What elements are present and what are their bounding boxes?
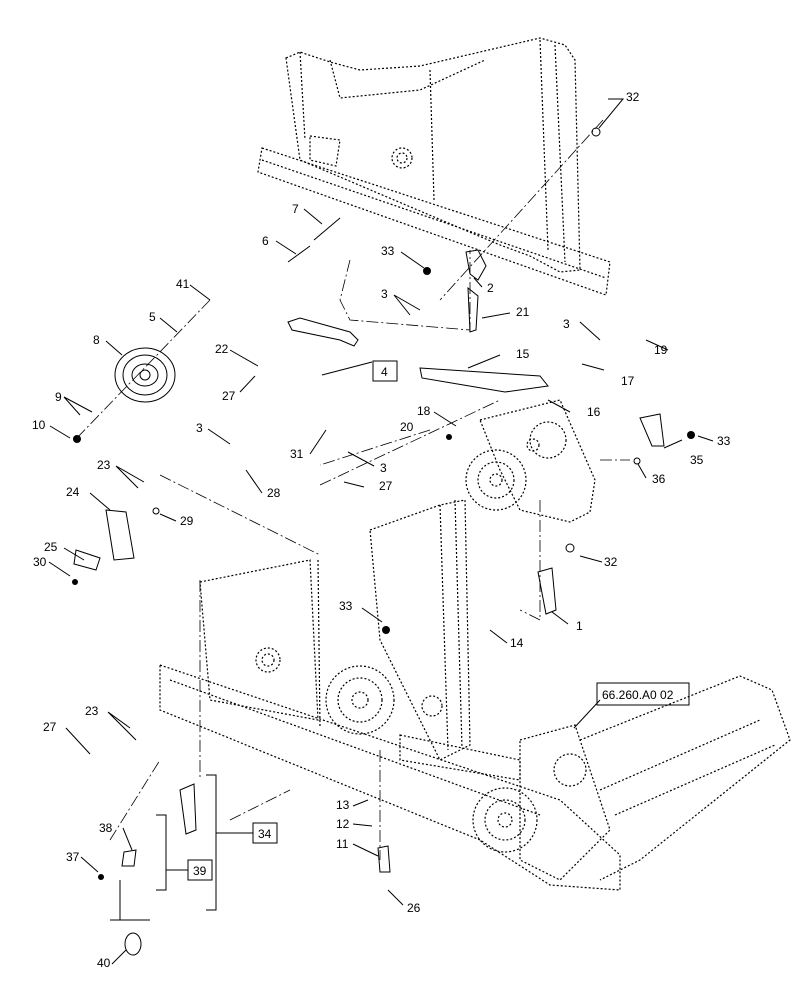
callout-38: 38 bbox=[99, 821, 113, 835]
nut-30 bbox=[72, 579, 78, 585]
callout-33-b: 33 bbox=[717, 434, 731, 448]
box-4 bbox=[372, 360, 398, 382]
spring-pin-6 bbox=[287, 245, 311, 263]
bracket-35 bbox=[639, 413, 665, 447]
callout-32-a: 32 bbox=[626, 90, 640, 104]
clip-25 bbox=[73, 549, 101, 571]
upper-side-panel bbox=[257, 37, 611, 296]
callout-36: 36 bbox=[652, 472, 666, 486]
nut-33-right bbox=[687, 431, 695, 439]
boxed-callout-34: 34 bbox=[258, 827, 272, 841]
spring-rod bbox=[467, 286, 479, 333]
idler-pulley bbox=[114, 347, 176, 403]
callout-17: 17 bbox=[621, 374, 635, 388]
callout-20: 20 bbox=[400, 420, 414, 434]
guide-bar bbox=[419, 367, 549, 393]
box-34 bbox=[252, 822, 278, 844]
callout-9: 9 bbox=[55, 390, 62, 404]
callout-11: 11 bbox=[336, 837, 349, 851]
callout-27-b: 27 bbox=[379, 479, 393, 493]
bolt-36 bbox=[633, 457, 641, 465]
callout-32-b: 32 bbox=[604, 555, 618, 569]
bracket-2 bbox=[465, 249, 487, 281]
callout-2: 2 bbox=[487, 281, 494, 295]
pin-38 bbox=[121, 849, 137, 867]
nut-33-mid bbox=[382, 626, 390, 634]
callout-3-d: 3 bbox=[380, 461, 387, 475]
callout-5: 5 bbox=[149, 310, 156, 324]
callout-29: 29 bbox=[180, 514, 194, 528]
callout-27-a: 27 bbox=[222, 389, 236, 403]
callout-8: 8 bbox=[93, 333, 100, 347]
callout-40: 40 bbox=[97, 956, 111, 970]
callout-10: 10 bbox=[32, 418, 46, 432]
callout-31: 31 bbox=[290, 447, 304, 461]
tension-arm bbox=[287, 317, 359, 347]
callout-24: 24 bbox=[66, 485, 80, 499]
nut-37 bbox=[98, 874, 104, 880]
callout-35: 35 bbox=[690, 453, 704, 467]
callout-23-a: 23 bbox=[97, 458, 111, 472]
callout-26: 26 bbox=[407, 901, 421, 915]
nut-10 bbox=[73, 435, 81, 443]
callout-19: 19 bbox=[654, 343, 668, 357]
callout-23-b: 23 bbox=[85, 704, 99, 718]
callout-13: 13 bbox=[336, 798, 350, 812]
callout-labels: 1 2 3 3 3 3 5 6 7 8 9 10 11 12 13 14 15 … bbox=[32, 90, 731, 970]
nut-32-lower bbox=[565, 543, 575, 553]
callout-33-c: 33 bbox=[339, 599, 353, 613]
callout-3-b: 3 bbox=[563, 317, 570, 331]
leader-lines bbox=[48, 98, 714, 965]
callout-22: 22 bbox=[215, 342, 229, 356]
callout-18: 18 bbox=[417, 404, 431, 418]
nut-20 bbox=[446, 434, 452, 440]
boxed-callout-4: 4 bbox=[381, 365, 388, 379]
box-reference bbox=[596, 682, 690, 706]
callout-28: 28 bbox=[267, 486, 281, 500]
callout-12: 12 bbox=[336, 817, 350, 831]
callout-1: 1 bbox=[576, 619, 583, 633]
bolt-29 bbox=[152, 507, 160, 515]
callout-25: 25 bbox=[44, 540, 58, 554]
callout-14: 14 bbox=[510, 636, 524, 650]
callout-16: 16 bbox=[587, 405, 601, 419]
reference-callout: 66.260.A0 02 bbox=[602, 688, 674, 702]
callout-15: 15 bbox=[516, 347, 530, 361]
assembly-lines bbox=[74, 119, 630, 860]
nut-32-upper bbox=[591, 127, 601, 137]
mid-pulley-assembly bbox=[465, 399, 596, 523]
callout-21: 21 bbox=[516, 305, 530, 319]
handle-34 bbox=[179, 783, 197, 835]
latch-11 bbox=[377, 845, 391, 873]
boxed-callouts: 4 34 39 66.260.A0 02 bbox=[187, 360, 690, 881]
callout-3-c: 3 bbox=[196, 421, 203, 435]
callout-7: 7 bbox=[292, 202, 299, 216]
bracket-24 bbox=[105, 509, 135, 561]
lower-frame-assembly bbox=[159, 499, 791, 891]
callout-27-c: 27 bbox=[43, 720, 57, 734]
boxed-callout-39: 39 bbox=[193, 864, 207, 878]
o-ring-40 bbox=[124, 932, 142, 956]
callout-3-a: 3 bbox=[381, 287, 388, 301]
box-39 bbox=[187, 859, 213, 881]
callout-6: 6 bbox=[262, 234, 269, 248]
callout-37: 37 bbox=[66, 850, 80, 864]
callout-33-a: 33 bbox=[381, 244, 395, 258]
nut-33-upper bbox=[423, 267, 431, 275]
callout-30: 30 bbox=[33, 555, 47, 569]
callout-41: 41 bbox=[176, 277, 190, 291]
bolt-7 bbox=[313, 217, 341, 241]
bracket-1 bbox=[537, 567, 557, 615]
